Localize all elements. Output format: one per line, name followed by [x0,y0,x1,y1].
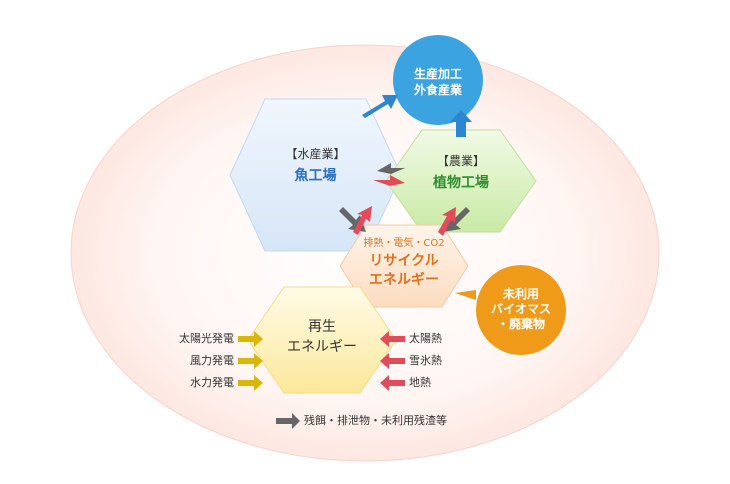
geothermal-arrow [380,375,405,391]
solar-heat-arrow [380,331,405,347]
food-industry-circle [393,35,483,125]
biomass-line2: バイオマス [490,302,551,316]
snow-ice-heat-label: 雪氷熱 [409,354,442,367]
fish-to-industry-arrow [362,95,398,118]
hydro-power-arrow [238,375,263,391]
hydro-power-label: 水力発電 [190,376,234,389]
recycle-to-agri-energy-arrow [438,207,456,236]
snow-ice-heat-arrow [380,353,405,369]
agri-to-recycle-residue-arrow [443,207,470,232]
wind-power-arrow [238,353,263,369]
solar-power-label: 太陽光発電 [179,332,234,345]
renewable-energy-title-line1: 再生 [308,319,336,335]
wind-power-label: 風力発電 [190,354,234,367]
solar-heat-label: 太陽熱 [409,332,442,345]
agri-to-industry-arrow [450,110,472,137]
agri-category-label: 【農業】 [436,154,485,168]
biomass-line3: ・廃棄物 [496,317,545,331]
geothermal-label: 地熱 [409,376,431,389]
biomass-line1: 未利用 [502,287,539,301]
fish-category-label: 【水産業】 [285,147,346,161]
plant-factory-title: 植物工場 [433,175,489,191]
biomass-circle [476,265,566,355]
recycle-energy-title-line1: リサイクル [369,253,439,269]
recycle-to-fish-energy-arrow [353,206,372,235]
fish-to-agri-energy-arrow [373,175,405,186]
legend-residue-arrow [276,413,300,429]
legend-residue-label: 残餌・排泄物・未利用残渣等 [304,414,447,427]
fish-factory-title: 魚工場 [294,168,337,184]
biomass-pointer [455,290,476,300]
agri-to-fish-residue-arrow [377,163,405,174]
recycle-inputs-label: 排熱・電気・CO2 [363,238,445,249]
recycle-energy-title-line2: エネルギー [369,272,439,288]
food-industry-line1: 生産加工 [413,67,462,81]
solar-power-arrow [238,331,263,347]
renewable-energy-title-line2: エネルギー [287,339,357,355]
food-industry-line2: 外食産業 [413,83,462,97]
